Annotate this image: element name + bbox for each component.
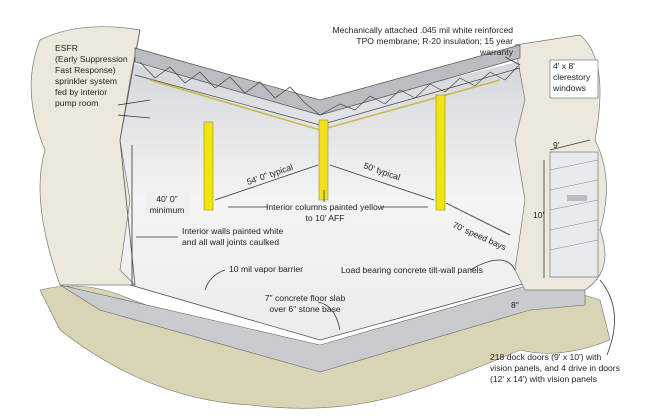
height-label: 40' 0" minimum <box>145 192 189 216</box>
roof-deck <box>134 44 521 116</box>
roof-label-line: TPO membrane; R-20 insulation; 15 year <box>356 36 513 46</box>
roof-label-line: Mechanically attached .045 mil white rei… <box>332 25 513 35</box>
slab-label: 7" concrete floor slab over 6" stone bas… <box>265 293 346 314</box>
columns-label-line: to 10' AFF <box>306 213 345 223</box>
esfr-label: ESFR (Early Suppression Fast Response) s… <box>55 43 128 108</box>
dock-door-panels <box>549 159 599 251</box>
door-width-label: 9' <box>553 140 560 150</box>
left-wall <box>30 26 141 286</box>
esfr-label-line: pump room <box>55 98 98 108</box>
column <box>318 119 329 201</box>
esfr-label-line: fed by interior <box>55 87 107 97</box>
esfr-label-line: ESFR <box>55 43 78 53</box>
left-wall-edge <box>119 29 141 286</box>
esfr-label-line: (Early Suppression <box>55 54 128 64</box>
esfr-label-line: Fast Response) <box>55 65 116 75</box>
clerestory-window <box>549 59 599 99</box>
column <box>435 94 446 211</box>
walls-label-line: and all wall joints caulked <box>182 237 279 247</box>
height-label-line: minimum <box>150 205 185 215</box>
esfr-label-line: sprinkler system <box>55 76 117 86</box>
dock-door <box>549 151 599 278</box>
roof-label-line: warranty <box>479 47 514 57</box>
clerestory-label: 4' x 8' clerestory windows <box>552 61 591 93</box>
height-label-line: 40' 0" <box>156 194 177 204</box>
roof-label: Mechanically attached .045 mil white rei… <box>332 25 513 57</box>
leader-lines <box>117 56 615 356</box>
dock-doors-label: 218 dock doors (9' x 10') with vision pa… <box>490 352 620 384</box>
vapor-barrier-label: 10 mil vapor barrier <box>229 264 303 274</box>
slab-label-line: over 6" stone base <box>269 304 341 314</box>
slab-label-line: 7" concrete floor slab <box>265 293 346 303</box>
clerestory-label-line: clerestory <box>553 72 591 82</box>
wall-thickness-label: 8" <box>511 300 519 310</box>
walls-label: Interior walls painted white and all wal… <box>182 226 283 247</box>
columns-label-line: Interior columns painted yellow <box>266 202 385 212</box>
clerestory-label-line: 4' x 8' <box>553 61 575 71</box>
dock-doors-label-line: (12' x 14') with vision panels <box>490 374 597 384</box>
column <box>203 121 214 211</box>
clerestory-label-line: windows <box>552 83 586 93</box>
door-height-label: 10' <box>533 210 545 220</box>
vision-panel <box>567 195 587 201</box>
columns-label: Interior columns painted yellow to 10' A… <box>266 202 385 223</box>
floor-edge <box>119 281 531 341</box>
tilt-wall-label: Load bearing concrete tilt-wall panels <box>341 265 483 275</box>
dock-doors-label-line: 218 dock doors (9' x 10') with <box>490 352 601 362</box>
walls-label-line: Interior walls painted white <box>182 226 283 236</box>
concrete-slab <box>59 281 586 373</box>
dock-doors-label-line: vision panels, and 4 drive in doors <box>490 363 620 373</box>
